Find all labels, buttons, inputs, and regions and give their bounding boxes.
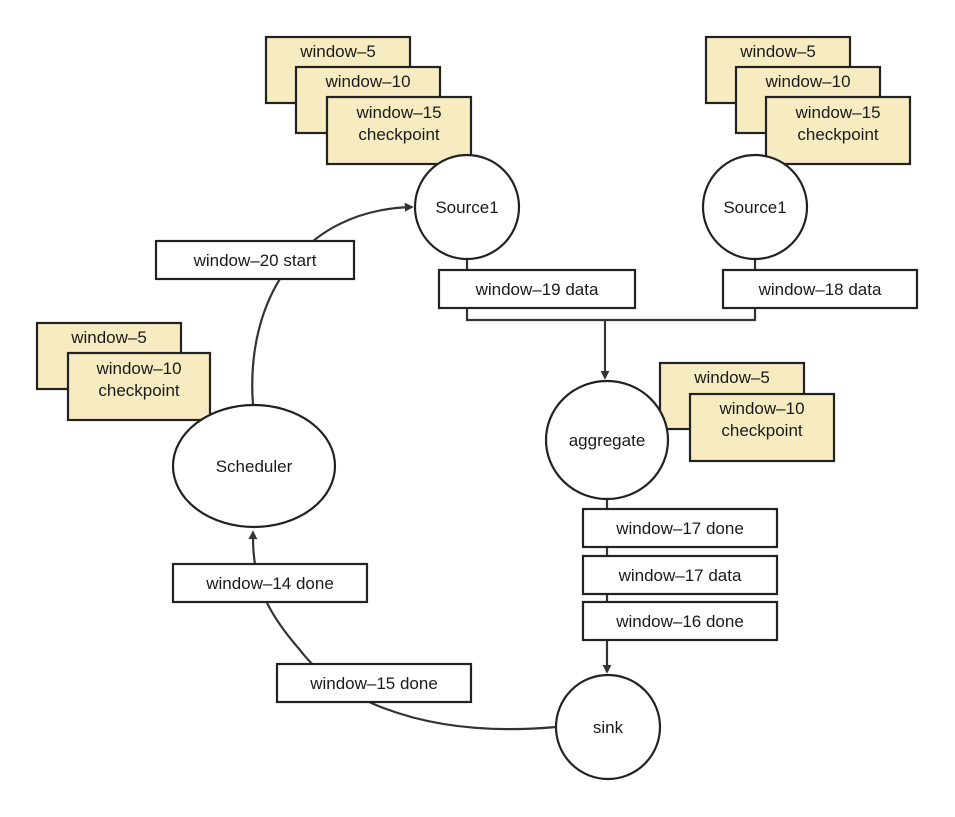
checkpoint-text-line: window–15	[355, 103, 441, 122]
checkpoint-stack-aggregate: window–5 window–10 checkpoint	[658, 361, 836, 463]
edge-label-text: window–18 data	[758, 280, 882, 299]
edge-label-text: window–19 data	[475, 280, 599, 299]
checkpoint-text: window–10 checkpoint	[95, 359, 181, 400]
checkpoint-text-line: window–15	[794, 103, 880, 122]
checkpoint-box	[66, 351, 212, 422]
checkpoint-box	[688, 392, 836, 463]
node-ellipse	[171, 403, 337, 529]
checkpoint-text-line: checkpoint	[98, 381, 180, 400]
edge-label-box	[437, 268, 637, 310]
edge-label-window-17-done: window–17 done	[581, 507, 779, 549]
checkpoint-text: window–10	[764, 72, 850, 91]
edge-label-box	[581, 554, 779, 596]
node-label: Scheduler	[216, 457, 293, 476]
node-ellipse	[544, 379, 670, 501]
edge-label-box	[171, 562, 369, 604]
checkpoint-text-line: checkpoint	[721, 421, 803, 440]
node-label: Source1	[435, 198, 498, 217]
checkpoint-text: window–5	[693, 368, 770, 387]
node-source1-right: Source1	[701, 153, 809, 261]
checkpoint-stack-source1-left: window–5 window–10 window–15 checkpoint	[264, 35, 473, 166]
edge-label-text: window–20 start	[193, 251, 317, 270]
checkpoint-box	[764, 95, 912, 166]
edge-label-text: window–17 data	[618, 566, 742, 585]
edge-label-window-18-data: window–18 data	[721, 268, 919, 310]
checkpoint-text-line: checkpoint	[358, 125, 440, 144]
node-label: Source1	[723, 198, 786, 217]
checkpoint-text-line: window–10	[718, 399, 804, 418]
edge-label-text: window–15 done	[309, 674, 438, 693]
node-label: sink	[593, 718, 624, 737]
edge-label-window-19-data: window–19 data	[437, 268, 637, 310]
edge-label-box	[275, 662, 473, 704]
node-source1-left: Source1	[413, 153, 521, 261]
edge-label-text: window–14 done	[205, 574, 334, 593]
edge-label-box	[581, 507, 779, 549]
checkpoint-text: window–10	[324, 72, 410, 91]
node-aggregate: aggregate	[544, 379, 670, 501]
edge-label-text: window–17 done	[615, 519, 744, 538]
edge-label-window-17-data: window–17 data	[581, 554, 779, 596]
edge-label-box	[581, 600, 779, 642]
edge-label-window-16-done: window–16 done	[581, 600, 779, 642]
node-circle	[413, 153, 521, 261]
checkpoint-text: window–5	[739, 42, 816, 61]
checkpoint-text: window–10 checkpoint	[718, 399, 804, 440]
checkpoint-stack-scheduler: window–5 window–10 checkpoint	[35, 321, 212, 422]
edge-label-text: window–16 done	[615, 612, 744, 631]
node-sink: sink	[554, 673, 662, 781]
edge-label-box	[154, 239, 356, 281]
node-circle	[554, 673, 662, 781]
checkpoint-text: window–15 checkpoint	[794, 103, 880, 144]
edge-label-window-20-start: window–20 start	[154, 239, 356, 281]
checkpoint-text: window–5	[70, 328, 147, 347]
edge-label-window-15-done: window–15 done	[275, 662, 473, 704]
node-circle	[701, 153, 809, 261]
checkpoint-stack-source1-right: window–5 window–10 window–15 checkpoint	[704, 35, 912, 166]
checkpoint-text: window–5	[299, 42, 376, 61]
checkpoint-text-line: checkpoint	[797, 125, 879, 144]
checkpoint-text-line: window–10	[95, 359, 181, 378]
checkpoint-text: window–15 checkpoint	[355, 103, 441, 144]
edge-scheduler-to-source1	[251, 202, 414, 406]
node-scheduler: Scheduler	[171, 403, 337, 529]
edge-label-box	[721, 268, 919, 310]
edge-label-window-14-done: window–14 done	[171, 562, 369, 604]
checkpoint-box	[325, 95, 473, 166]
node-label: aggregate	[569, 431, 646, 450]
